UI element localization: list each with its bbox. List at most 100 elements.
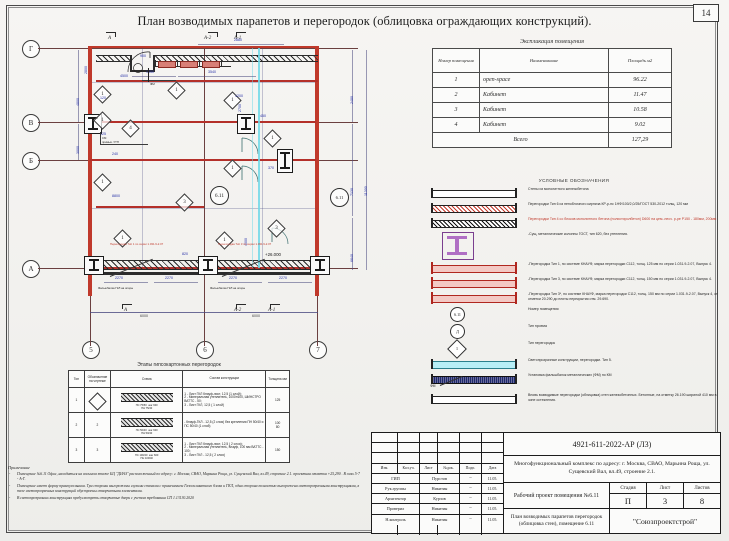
stamp-blank-row-4: [372, 524, 503, 535]
sheet-title: План возводимых парапетов перегородок (о…: [504, 509, 610, 533]
dim-inner-7: 2700: [238, 104, 242, 112]
stage-scheme-note-1: ПС 75/50 шаг 600: [135, 403, 158, 407]
explication-total-row: Всего 127,29: [432, 132, 672, 148]
legend-item: Светопрозрачные конструкции, перегородки…: [428, 358, 720, 371]
legend-item: Перегородки Тип 4 со блоков монолитного …: [428, 217, 720, 230]
stage-thickness: 125: [265, 387, 290, 413]
legend-label: Установка фальшбалок металлических (ФМ) …: [528, 373, 612, 377]
room-area: 96.22: [608, 72, 672, 88]
wall-axis-b-red: [90, 159, 316, 161]
furniture-3: [202, 61, 220, 68]
room-name: Кабинет: [479, 102, 609, 118]
stages-caption: Этапы гипсокартонных перегородок: [137, 362, 221, 368]
stage-header-listov: Листов: [694, 485, 710, 491]
dim-inner-12: 820: [182, 252, 188, 256]
axis-line-6: [204, 48, 205, 346]
floor-plan: Г В Б А 5 6 7: [22, 32, 412, 366]
legend-symbol: [428, 262, 520, 274]
stamp-person-name: Пурстов: [420, 473, 460, 483]
dim-line-left-1: [78, 50, 79, 122]
wall-north-structural: [88, 46, 319, 49]
room-number-bubble-2: 6.11: [330, 188, 349, 207]
grid-line-1: [90, 82, 318, 83]
dim-left-2: 3000: [76, 146, 80, 154]
wall-west-structural: [88, 46, 92, 296]
page-number: 14: [693, 4, 719, 22]
axis-bubble-a: А: [22, 260, 40, 278]
stage-scheme-graphic: [120, 417, 173, 427]
project-object: Многофункциональный комплекс по адресу: …: [504, 456, 720, 483]
stage-value-listov: 8: [699, 496, 705, 506]
room-area: 11.47: [608, 87, 672, 103]
dim-inner-10: 4500: [120, 74, 128, 78]
dim-top-3: 2880: [234, 38, 242, 42]
glazed-partition-vertical: [258, 48, 261, 268]
stage-composition: 1 - Лист ГКЛ Кнауф-лист, 12,5 ( 2 слоя);…: [182, 437, 267, 463]
room-area: 9.02: [608, 117, 672, 133]
section-tick-a2-bot-leg: [236, 304, 237, 309]
legend-symbol: [428, 187, 520, 199]
sheet-border-outer: [6, 5, 718, 533]
stage-composition: 1 - Лист ГКЛ Кнауф-лист, 12,5 (1 слой);2…: [182, 387, 267, 413]
dim-line-bot-1: [104, 282, 148, 283]
stamp-signature: ~: [460, 483, 482, 494]
stamp-person-name: Никитин: [420, 504, 460, 514]
room-number-bubble: 6.11: [210, 186, 229, 205]
explication-col-name: Наименование: [479, 48, 609, 73]
stage-scheme-graphic: [120, 392, 173, 402]
glazed-partition-vertical-2: [252, 48, 254, 268]
stage-mark: 3: [83, 437, 112, 463]
stages-col-thickness: Толщина мм: [265, 370, 290, 388]
section-mark-a1-bottom: А-1: [268, 308, 276, 313]
section-tick-a-top-leg: [115, 32, 116, 37]
stage-value-list: 3: [647, 494, 684, 508]
wall-north-hatched-b: [154, 55, 318, 62]
stamp-column-headers: Изм. Кол.уч. Лист №док. Подп. Дата: [372, 463, 503, 474]
legend-label: Перегородки Тип 6 из пеноблочного кирпич…: [528, 202, 688, 206]
partition-tag-4: 1: [93, 173, 112, 192]
legend-symbol: [428, 393, 520, 405]
stamp-col-izm: Изм.: [372, 463, 398, 473]
leader-sm: [100, 132, 101, 144]
dim-line-right-4: [366, 50, 367, 270]
grid-line-3: [142, 48, 143, 268]
stamp-col-data: Дата: [488, 466, 497, 471]
dim-inner-6: 2800: [84, 66, 88, 74]
partition-tag-5: 1: [167, 81, 186, 100]
symbol-block-partition: [432, 220, 516, 228]
dim-left-1: 4800: [76, 98, 80, 106]
partition-tag-1: 1: [93, 85, 112, 104]
stamp-role-name: Архитектор: [372, 494, 420, 504]
stamp-stage-headers: Стадия Лист Листов: [610, 483, 720, 494]
stage-type: 2: [68, 412, 85, 438]
grid-line-2: [90, 208, 318, 209]
section-mark-a1-top: А-1: [234, 36, 242, 41]
elevation-mark: +26.000: [265, 252, 281, 257]
legend-label: Тип перегородок: [528, 341, 556, 345]
stamp-role-name: Н.контроль: [372, 514, 420, 525]
stamp-date: 11.05.: [487, 486, 498, 492]
stage-scheme-note-1: ПС 100/40 шаг 600: [135, 453, 159, 457]
notes-heading: Примечание: [8, 465, 30, 470]
symbol-new-cladding-wall: [432, 396, 516, 404]
legend-symbol: Д: [428, 324, 520, 339]
notes-block: Примечание Помещение №6.11 Офис, находит…: [8, 465, 360, 503]
counter-div-3: [199, 60, 201, 67]
legend-item: Стены из монолитного железобетона: [428, 187, 720, 200]
stage-scheme-note-1: ПС 50/40 шаг 600: [135, 428, 158, 432]
stage-type: 3: [68, 437, 85, 463]
counter-div-1: [155, 60, 157, 67]
legend-symbol: [428, 358, 520, 370]
stamp-person-name: Никитин: [420, 483, 460, 494]
room-number: 1: [432, 72, 480, 88]
section-tick-a2-bot: [236, 304, 246, 305]
